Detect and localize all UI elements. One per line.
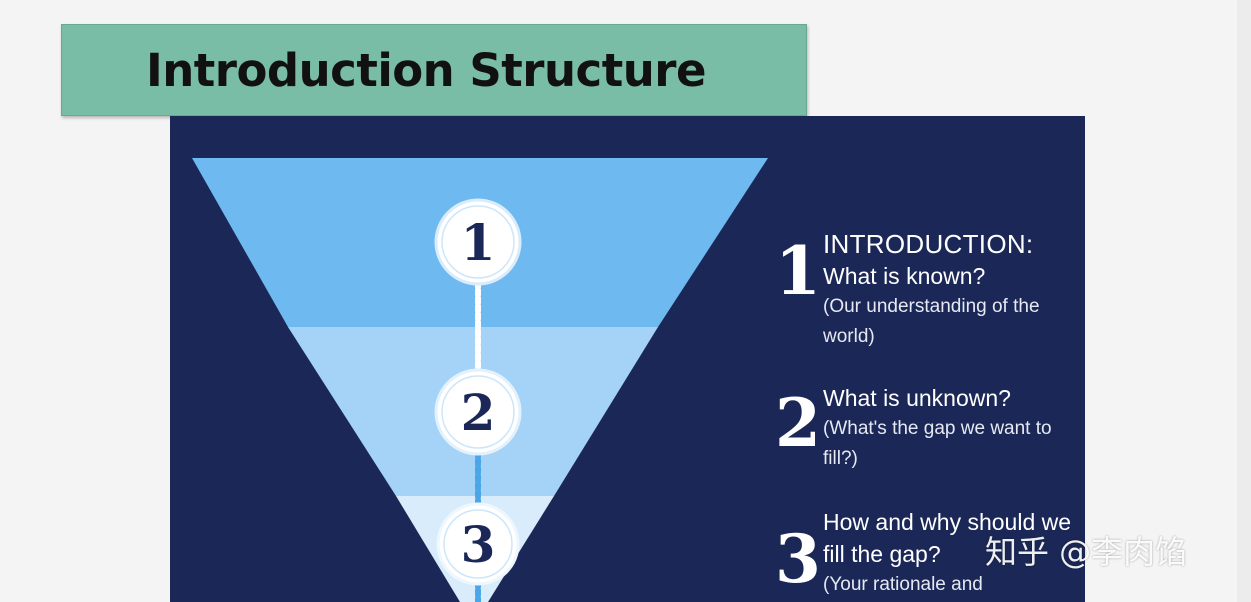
step-3-body: How and why should we fill the gap? (You… <box>823 506 1073 600</box>
funnel-badge-2-label: 2 <box>461 383 496 442</box>
funnel-diagram: 1 2 3 <box>192 158 768 602</box>
step-1-heading: INTRODUCTION: <box>823 229 1034 259</box>
funnel-badge-1: 1 <box>434 198 522 286</box>
step-1-note: (Our understanding of the world) <box>823 296 1040 347</box>
watermark: 知乎 @李肉馅 <box>985 533 1188 571</box>
step-2-body: What is unknown? (What's the gap we want… <box>823 382 1085 474</box>
content-panel: 1 2 3 1 INTRODUCTION: What is known? (Ou… <box>170 116 1085 602</box>
step-1-question: What is known? <box>823 263 986 289</box>
step-2-number: 2 <box>775 384 821 462</box>
title-banner: Introduction Structure <box>61 24 807 116</box>
funnel-badge-3-label: 3 <box>461 515 496 574</box>
step-1-number: 1 <box>775 232 821 310</box>
funnel-badge-2: 2 <box>434 368 522 456</box>
page-edge <box>1237 0 1251 602</box>
step-3-number: 3 <box>775 520 821 598</box>
funnel-badge-1-label: 1 <box>461 213 496 272</box>
slide-title: Introduction Structure <box>146 44 706 97</box>
step-2-question: What is unknown? <box>823 385 1011 411</box>
step-1-body: INTRODUCTION: What is known? (Our unders… <box>823 228 1085 352</box>
funnel-badge-3: 3 <box>436 502 520 586</box>
step-3-question: How and why should we fill the gap? <box>823 509 1072 567</box>
step-3-note: (Your rationale and <box>823 574 983 595</box>
step-2-note: (What's the gap we want to fill?) <box>823 418 1052 469</box>
